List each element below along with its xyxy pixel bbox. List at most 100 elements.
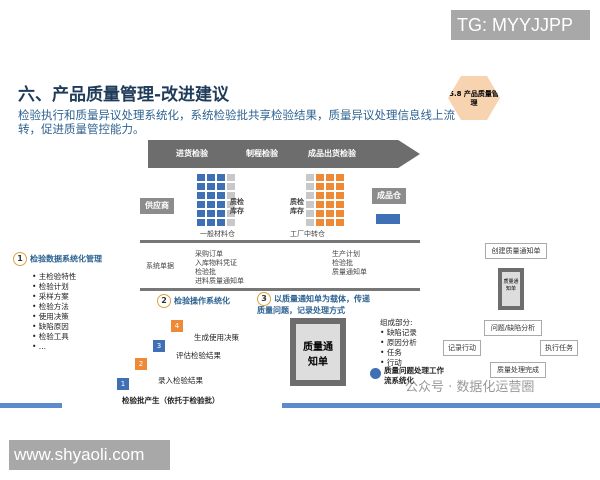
storage-cell (217, 192, 225, 199)
storage-cell (227, 201, 235, 208)
section-title-text: 检验操作系统化 (174, 296, 230, 306)
list-item: • 采样方案 (32, 292, 69, 301)
flow-execute: 执行任务 (540, 340, 578, 356)
storage-cell (326, 210, 334, 217)
storage-cell (207, 201, 215, 208)
stock-label-2: 质检库存 (290, 198, 304, 215)
watermark: 公众号 · 数据化运营圈 (405, 380, 535, 395)
step-label: 录入检验结果 (158, 376, 203, 385)
doc-item: 进料质量通知单 (195, 277, 244, 285)
storage-cell (197, 210, 205, 217)
storage-cell (316, 174, 324, 181)
storage-cell (316, 210, 324, 217)
list-item: • 使用决策 (32, 312, 69, 321)
flow-create: 创建质量通知单 (485, 243, 547, 259)
storage-cell (336, 219, 344, 226)
finished-stock-bar (376, 214, 400, 224)
storage-cell (306, 201, 314, 208)
doc-item: 检验批 (332, 259, 353, 267)
part-item: • 原因分析 (380, 338, 417, 347)
flow-record: 记录行动 (443, 340, 481, 356)
finished-warehouse: 成品仓 (372, 188, 406, 204)
storage-cell (306, 219, 314, 226)
storage-cell (316, 219, 324, 226)
storage-cell (207, 174, 215, 181)
storage-cell (316, 192, 324, 199)
storage-cell (207, 210, 215, 217)
storage-cell (306, 183, 314, 190)
storage-cell (326, 183, 334, 190)
parts-title: 组成部分: (380, 318, 413, 327)
part-item: • 行动 (380, 358, 402, 367)
storage-cell (217, 210, 225, 217)
docs-right-list: 生产计划检验批质量通知单 (332, 250, 367, 277)
list-item: • 缺陷原因 (32, 322, 69, 331)
docs-left-list: 采购订单入库物料凭证检验批进料质量通知单 (195, 250, 244, 286)
footer-bar (282, 403, 600, 408)
storage-cell (336, 192, 344, 199)
storage-cell (197, 183, 205, 190)
section-title-text: 以质量通知单为载体，传递质量问题，记录处理方式 (257, 294, 370, 316)
subtitle: 检验执行和质量异议处理系统化，系统检验批共享检验结果，质量异议处理信息线上流转，… (18, 108, 455, 136)
section-number: 1 (13, 252, 27, 266)
quality-notice-doc: 质量通知单 (290, 318, 346, 386)
storage-cell (197, 174, 205, 181)
step-2: 2 (135, 358, 147, 370)
warehouse2-grid (306, 174, 344, 226)
docs-label: 系统单据 (146, 262, 174, 270)
storage-cell (227, 210, 235, 217)
step-label: 评估检验结果 (176, 351, 221, 360)
stock-label: 质检库存 (230, 198, 244, 215)
list-item: • ... (32, 342, 46, 351)
doc-item: 检验批 (195, 268, 216, 276)
part-item: • 缺陷记录 (380, 328, 417, 337)
storage-cell (336, 210, 344, 217)
storage-cell (316, 201, 324, 208)
process-arrow: 进货检验 制程检验 成品出货检验 (148, 140, 420, 168)
footer-bar (0, 403, 62, 408)
storage-cell (217, 219, 225, 226)
storage-cell (336, 201, 344, 208)
stage-outgoing: 成品出货检验 (308, 149, 356, 158)
section-number: 3 (257, 292, 271, 306)
warehouse2-label: 工厂中转仓 (290, 230, 325, 238)
warehouse1-grid (197, 174, 235, 226)
storage-cell (217, 183, 225, 190)
flow-done: 质量处理完成 (490, 362, 546, 378)
workflow-icon (370, 368, 381, 379)
doc-item: 入库物料凭证 (195, 259, 237, 267)
storage-cell (326, 192, 334, 199)
storage-cell (336, 183, 344, 190)
storage-cell (207, 192, 215, 199)
parts-list: 组成部分: • 缺陷记录 • 原因分析 • 任务 • 行动 (380, 318, 417, 368)
storage-cell (227, 192, 235, 199)
storage-cell (197, 201, 205, 208)
section-number: 2 (157, 294, 171, 308)
storage-cell (326, 219, 334, 226)
workflow-label: 质量问题处理工作流系统化 (384, 366, 444, 385)
step-1: 1 (117, 378, 129, 390)
storage-cell (207, 183, 215, 190)
storage-cell (306, 192, 314, 199)
list-item: • 检验计划 (32, 282, 69, 291)
storage-cell (207, 219, 215, 226)
storage-cell (227, 183, 235, 190)
flow-analyze: 问题/缺陷分析 (484, 320, 542, 336)
storage-cell (316, 183, 324, 190)
flow-doc-text: 质量通知单 (502, 272, 520, 306)
section-1-list: • 主检验特性• 检验计划• 采样方案• 检验方法• 使用决策• 缺陷原因• 检… (32, 272, 76, 352)
site-label: www.shyaoli.com (9, 440, 170, 470)
list-item: • 检验方法 (32, 302, 69, 311)
stage-process: 制程检验 (246, 149, 278, 158)
doc-item: 质量通知单 (332, 268, 367, 276)
part-item: • 任务 (380, 348, 402, 357)
list-item: • 检验工具 (32, 332, 69, 341)
storage-cell (227, 174, 235, 181)
step-label: 生成使用决策 (194, 333, 239, 342)
doc-text: 质量通知单 (296, 324, 340, 380)
divider (140, 288, 420, 291)
list-item: • 主检验特性 (32, 272, 77, 281)
storage-cell (197, 192, 205, 199)
